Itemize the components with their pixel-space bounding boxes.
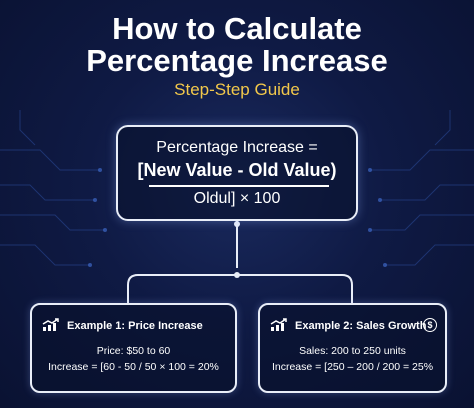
formula-label: Percentage Increase = [156, 139, 318, 156]
example-title: Example 1: Price Increase [67, 320, 203, 332]
example-card-sales-growth: Example 2: Sales Growth $ Sales: 200 to … [258, 303, 447, 393]
example-card-price-increase: Example 1: Price Increase Price: $50 to … [30, 303, 237, 393]
page-title-line2: Percentage Increase [86, 43, 388, 78]
formula-denominator: Oldul] × 100 [193, 190, 281, 207]
example-values: Sales: 200 to 250 units [299, 345, 406, 357]
example-values: Price: $50 to 60 [96, 345, 171, 357]
example-result: Increase = [250 – 200 / 200 = 25% [271, 361, 434, 373]
page-title-line1: How to Calculate [112, 11, 362, 46]
fraction-bar [149, 185, 329, 187]
page-subtitle: Step-Step Guide [174, 80, 300, 99]
dollar-icon: $ [423, 318, 437, 332]
example-title: Example 2: Sales Growth [295, 320, 427, 332]
example-result: Increase = [60 - 50 / 50 × 100 = 20% [48, 361, 219, 373]
chart-up-icon [42, 318, 59, 331]
formula-numerator: [New Value - Old Value) [137, 160, 337, 180]
chart-up-icon [270, 318, 287, 331]
formula-box: Percentage Increase = [New Value - Old V… [116, 125, 358, 221]
